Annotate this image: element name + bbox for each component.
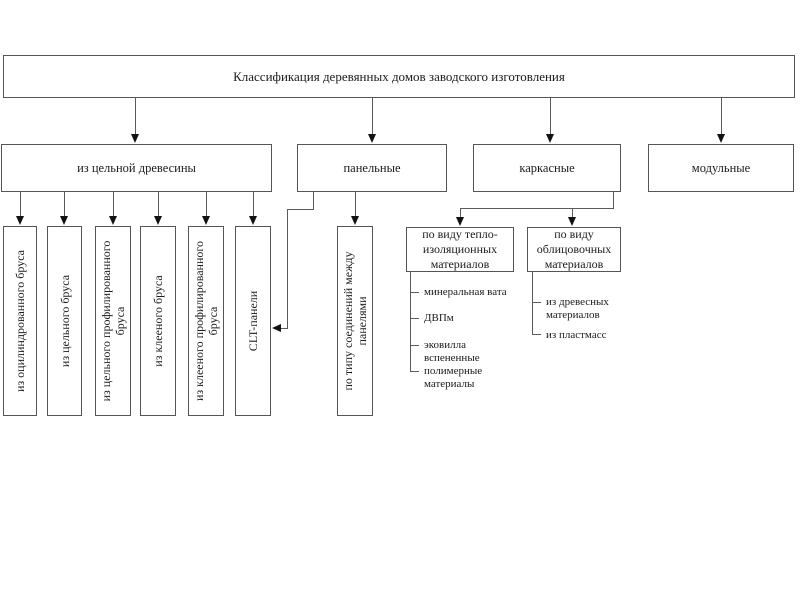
arrowhead-down-icon bbox=[568, 217, 576, 226]
insulation-item: эковилла bbox=[424, 339, 466, 351]
bracket-tick bbox=[410, 345, 419, 346]
branch-solid-wood: из цельной древесины bbox=[1, 144, 272, 192]
bracket-tick bbox=[532, 334, 541, 335]
label-line: из цельного профилированного bbox=[99, 240, 113, 402]
bracket-tick bbox=[410, 371, 419, 372]
connector-solid-wood-child bbox=[64, 192, 65, 217]
connector-panel-clt bbox=[313, 192, 314, 210]
arrowhead-down-icon bbox=[131, 134, 139, 143]
connector-title-modular bbox=[721, 98, 722, 135]
branch-panel: панельные bbox=[297, 144, 447, 192]
solid-wood-type-glued-timber: из клееного бруса bbox=[140, 226, 176, 416]
label-line: материалов bbox=[544, 257, 604, 271]
branch-modular-label: модульные bbox=[691, 160, 751, 175]
frame-cladding-box: по виду облицовочных материалов bbox=[527, 227, 621, 272]
connector-panel-joint bbox=[355, 192, 356, 217]
bracket-tick bbox=[410, 318, 419, 319]
arrowhead-down-icon bbox=[154, 216, 162, 225]
bracket-insulation bbox=[410, 272, 411, 372]
connector-title-panel bbox=[372, 98, 373, 135]
connector-panel-clt bbox=[287, 209, 288, 329]
arrowhead-down-icon bbox=[60, 216, 68, 225]
solid-wood-type-solid-profiled-timber-label: из цельного профилированного бруса bbox=[99, 229, 127, 413]
label-line: по виду bbox=[554, 227, 594, 241]
arrowhead-down-icon bbox=[202, 216, 210, 225]
arrowhead-left-icon bbox=[272, 324, 281, 332]
connector-title-solid-wood bbox=[135, 98, 136, 135]
arrowhead-down-icon bbox=[249, 216, 257, 225]
insulation-item: ДВПм bbox=[424, 312, 454, 324]
connector-solid-wood-child bbox=[20, 192, 21, 217]
branch-frame-label: каркасные bbox=[519, 160, 575, 175]
cladding-item: из древесных материалов bbox=[546, 296, 609, 321]
insulation-item: вспененные полимерные материалы bbox=[424, 352, 483, 390]
connector-frame-subs bbox=[460, 208, 614, 209]
solid-wood-type-glued-profiled-timber: из клееного профилированного бруса bbox=[188, 226, 224, 416]
solid-wood-type-solid-timber: из цельного бруса bbox=[47, 226, 82, 416]
branch-panel-label: панельные bbox=[343, 160, 401, 175]
solid-wood-type-rounded-log: из оцилиндрованного бруса bbox=[3, 226, 37, 416]
label-line: по виду тепло- bbox=[422, 227, 498, 241]
arrowhead-down-icon bbox=[546, 134, 554, 143]
label-line: по типу соединений между bbox=[341, 251, 355, 391]
arrowhead-down-icon bbox=[351, 216, 359, 225]
arrowhead-down-icon bbox=[16, 216, 24, 225]
solid-wood-type-glued-profiled-timber-label: из клееного профилированного бруса bbox=[192, 229, 220, 413]
connector-solid-wood-child bbox=[253, 192, 254, 217]
bracket-tick bbox=[410, 292, 419, 293]
connector-panel-clt bbox=[287, 209, 314, 210]
panel-type-joint-box: по типу соединений между панелями bbox=[337, 226, 373, 416]
connector-solid-wood-child bbox=[113, 192, 114, 217]
diagram-title: Классификация деревянных домов заводског… bbox=[233, 68, 565, 84]
label-line: изоляционных bbox=[422, 242, 498, 256]
arrowhead-down-icon bbox=[109, 216, 117, 225]
label-line: бруса bbox=[206, 306, 220, 336]
connector-solid-wood-child bbox=[206, 192, 207, 217]
connector-frame-insulation bbox=[460, 208, 461, 218]
connector-frame-cladding bbox=[572, 208, 573, 218]
solid-wood-type-clt-panels: CLT-панели bbox=[235, 226, 271, 416]
cladding-item: из пластмасс bbox=[546, 329, 607, 341]
bracket-tick bbox=[532, 302, 541, 303]
label-line: панелями bbox=[355, 296, 369, 346]
arrowhead-down-icon bbox=[456, 217, 464, 226]
label-line: бруса bbox=[113, 306, 127, 336]
branch-frame: каркасные bbox=[473, 144, 621, 192]
frame-insulation-box: по виду тепло- изоляционных материалов bbox=[406, 227, 514, 272]
solid-wood-type-solid-timber-label: из цельного бруса bbox=[57, 274, 72, 368]
connector-solid-wood-child bbox=[158, 192, 159, 217]
solid-wood-type-glued-timber-label: из клееного бруса bbox=[151, 275, 165, 367]
label-line: облицовочных bbox=[536, 242, 612, 256]
solid-wood-type-solid-profiled-timber: из цельного профилированного бруса bbox=[95, 226, 131, 416]
bracket-cladding bbox=[532, 272, 533, 335]
connector-title-frame bbox=[550, 98, 551, 135]
connector-panel-clt bbox=[280, 328, 288, 329]
title-box: Классификация деревянных домов заводског… bbox=[3, 55, 795, 98]
label-line: материалов bbox=[430, 257, 490, 271]
branch-modular: модульные bbox=[648, 144, 794, 192]
connector-frame-subs bbox=[613, 192, 614, 209]
panel-type-joint-label: по типу соединений между панелями bbox=[341, 229, 369, 413]
solid-wood-type-rounded-log-label: из оцилиндрованного бруса bbox=[13, 250, 27, 392]
branch-solid-wood-label: из цельной древесины bbox=[77, 160, 196, 175]
arrowhead-down-icon bbox=[717, 134, 725, 143]
solid-wood-type-clt-panels-label: CLT-панели bbox=[246, 290, 260, 352]
label-line: из клееного профилированного bbox=[192, 241, 206, 402]
insulation-item: минеральная вата bbox=[424, 286, 507, 298]
arrowhead-down-icon bbox=[368, 134, 376, 143]
